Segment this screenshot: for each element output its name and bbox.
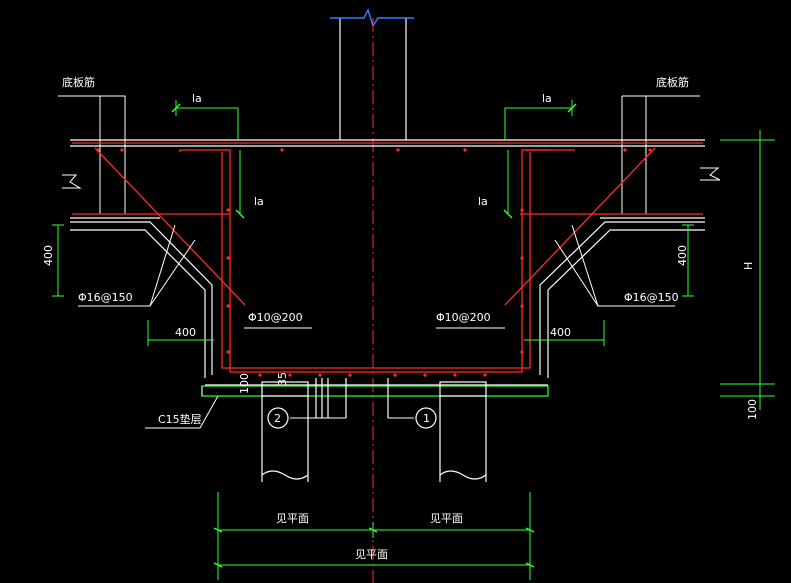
bar-label-left: Φ10@200: [248, 311, 303, 324]
stirrup-label-right: Φ16@150: [624, 291, 679, 304]
dim-see-plan-left: 见平面: [276, 512, 309, 525]
bar-label-right: Φ10@200: [436, 311, 491, 324]
dim-400-horiz-right: 400: [550, 326, 571, 339]
bottom-rebar-leaders: [58, 95, 700, 214]
dim-100-right: 100: [746, 399, 759, 420]
bottom-rebar-label-left: 底板筋: [62, 75, 95, 89]
bottom-rebar-label-right: 底板筋: [656, 75, 689, 89]
la-label-top-right: la: [542, 92, 552, 105]
slab-outline: [70, 139, 705, 386]
dim-35: 35: [276, 372, 289, 386]
dim-400-horiz-left: 400: [175, 326, 196, 339]
cushion-label: C15垫层: [158, 412, 202, 426]
column: [339, 18, 407, 140]
piles: [261, 378, 487, 482]
dim-see-plan-right: 见平面: [430, 512, 463, 525]
break-symbol-left: [62, 174, 82, 189]
dim-100-left: 100: [238, 373, 251, 394]
break-symbol-top: [330, 8, 414, 28]
dim-see-plan-total: 见平面: [355, 548, 388, 561]
bubble-2: [267, 407, 289, 429]
bubble-2-label: 2: [274, 412, 281, 425]
la-label-top-left: la: [192, 92, 202, 105]
la-label-mid-right: la: [478, 195, 488, 208]
la-label-mid-left: la: [254, 195, 264, 208]
stirrup-label-left: Φ16@150: [78, 291, 133, 304]
rebar-dots: [96, 148, 652, 377]
break-symbol-right: [700, 167, 721, 181]
dim-400-vert-right: 400: [676, 245, 689, 266]
dim-400-vert-left: 400: [42, 245, 55, 266]
dim-h: H: [742, 262, 755, 270]
dimension-ticks: [171, 103, 577, 568]
bubble-1: [415, 407, 437, 429]
leader-lines: [78, 224, 675, 429]
bubble-1-label: 1: [423, 412, 430, 425]
rebar: [72, 142, 703, 373]
